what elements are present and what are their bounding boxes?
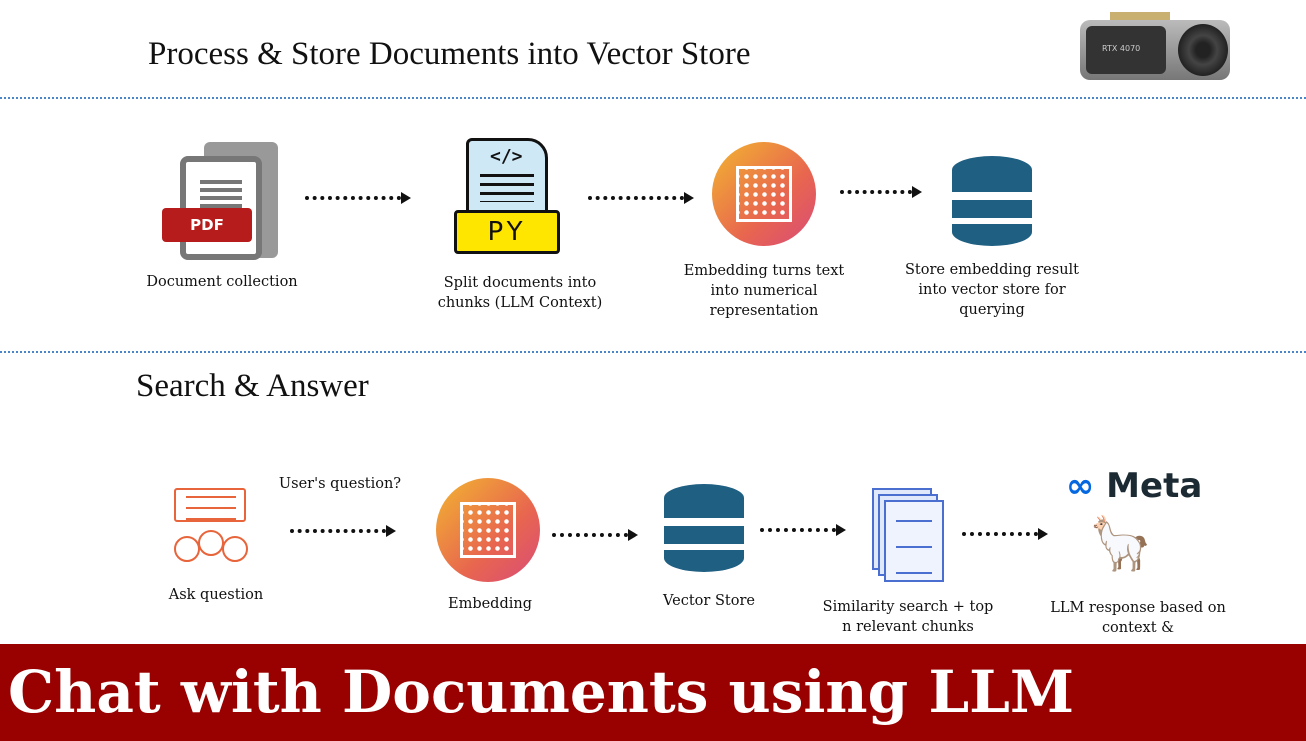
banner-title: Chat with Documents using LLM	[0, 644, 1306, 741]
database-icon	[952, 156, 1032, 246]
llama-icon: 🦙	[1088, 514, 1153, 574]
arrow-label-users-question: User's question?	[278, 476, 402, 492]
embedding-chip-icon	[436, 478, 540, 582]
python-file-icon: </> PY	[454, 138, 564, 256]
gpu-label: RTX 4070	[1102, 44, 1141, 53]
label-ask-question: Ask question	[168, 587, 264, 603]
arrow	[588, 192, 694, 204]
documents-icon	[872, 488, 944, 582]
section-title-process: Process & Store Documents into Vector St…	[148, 36, 751, 72]
pdf-badge: PDF	[162, 208, 252, 242]
label-embedding-turns: Embedding turns text into numerical repr…	[683, 263, 845, 319]
arrow	[552, 529, 638, 541]
arrow	[840, 186, 922, 198]
arrow	[290, 525, 396, 537]
ask-question-icon	[170, 488, 250, 570]
label-similarity-search: Similarity search + top n relevant chunk…	[822, 599, 994, 635]
meta-logo-text: Meta	[1106, 466, 1203, 506]
label-split-documents: Split documents into chunks (LLM Context…	[437, 275, 603, 311]
divider	[0, 97, 1306, 99]
arrow	[305, 192, 411, 204]
database-icon	[664, 484, 744, 572]
embedding-chip-icon	[712, 142, 816, 246]
section-title-search: Search & Answer	[136, 368, 369, 404]
arrow	[962, 528, 1048, 540]
label-document-collection: Document collection	[146, 274, 298, 290]
label-vector-store: Vector Store	[663, 593, 755, 609]
py-badge: PY	[454, 210, 560, 254]
pdf-icon: PDF	[162, 142, 282, 262]
label-embedding: Embedding	[447, 596, 533, 612]
label-llm-response: LLM response based on context &	[1050, 600, 1226, 636]
gpu-image: RTX 4070	[1078, 4, 1232, 80]
meta-logo: ∞ Meta	[1066, 466, 1203, 506]
divider	[0, 351, 1306, 353]
label-store-embedding: Store embedding result into vector store…	[905, 262, 1079, 318]
code-glyph: </>	[490, 146, 523, 167]
arrow	[760, 524, 846, 536]
